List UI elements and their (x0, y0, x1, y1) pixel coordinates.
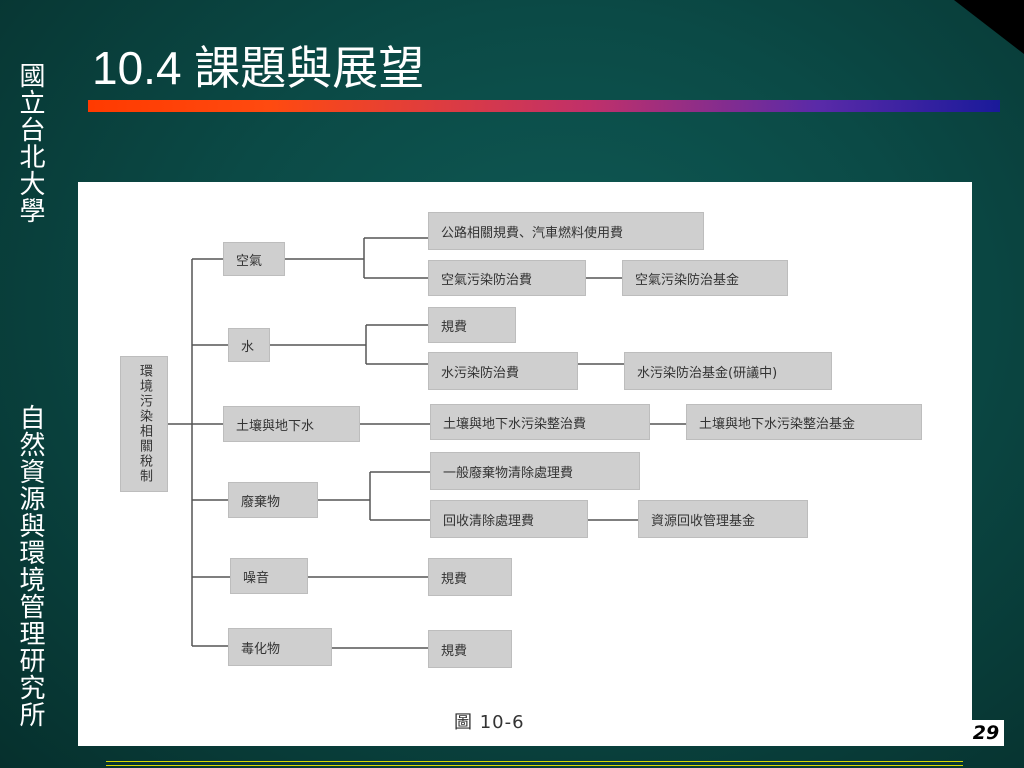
corner-decoration (954, 0, 1024, 54)
fee-water-pollution: 水污染防治費 (428, 352, 578, 390)
fee-air-pollution: 空氣污染防治費 (428, 260, 586, 296)
category-noise: 噪音 (230, 558, 308, 594)
fee-noise-regulatory: 規費 (428, 558, 512, 596)
category-water: 水 (228, 328, 270, 362)
fund-resource-recycling: 資源回收管理基金 (638, 500, 808, 538)
university-name: 國立台北大學 (15, 62, 45, 224)
category-waste: 廢棄物 (228, 482, 318, 518)
institute-name: 自然資源與環境管理研究所 (15, 404, 45, 728)
footer-rule (106, 761, 963, 766)
title-underline (88, 100, 1000, 112)
figure-caption: 圖 10-6 (454, 712, 525, 733)
category-toxic-chemicals: 毒化物 (228, 628, 332, 666)
fund-air-pollution: 空氣污染防治基金 (622, 260, 788, 296)
fee-highway-fuel: 公路相關規費、汽車燃料使用費 (428, 212, 704, 250)
slide-title: 10.4 課題與展望 (92, 42, 425, 94)
fee-general-waste: 一般廢棄物清除處理費 (430, 452, 640, 490)
category-soil-groundwater: 土壤與地下水 (223, 406, 360, 442)
diagram-figure: 環境污染相關稅制 空氣 水 土壤與地下水 廢棄物 噪音 毒化物 公路相關規費、汽… (78, 182, 972, 746)
fee-recycling: 回收清除處理費 (430, 500, 588, 538)
fund-water-pollution: 水污染防治基金(研議中) (624, 352, 832, 390)
fund-soil-remediation: 土壤與地下水污染整治基金 (686, 404, 922, 440)
fee-toxic-regulatory: 規費 (428, 630, 512, 668)
category-air: 空氣 (223, 242, 285, 276)
page-number: 29 (968, 720, 1004, 746)
root-node-environmental-tax: 環境污染相關稅制 (120, 356, 168, 492)
fee-soil-remediation: 土壤與地下水污染整治費 (430, 404, 650, 440)
connector-lines (168, 237, 686, 649)
fee-water-regulatory: 規費 (428, 307, 516, 343)
